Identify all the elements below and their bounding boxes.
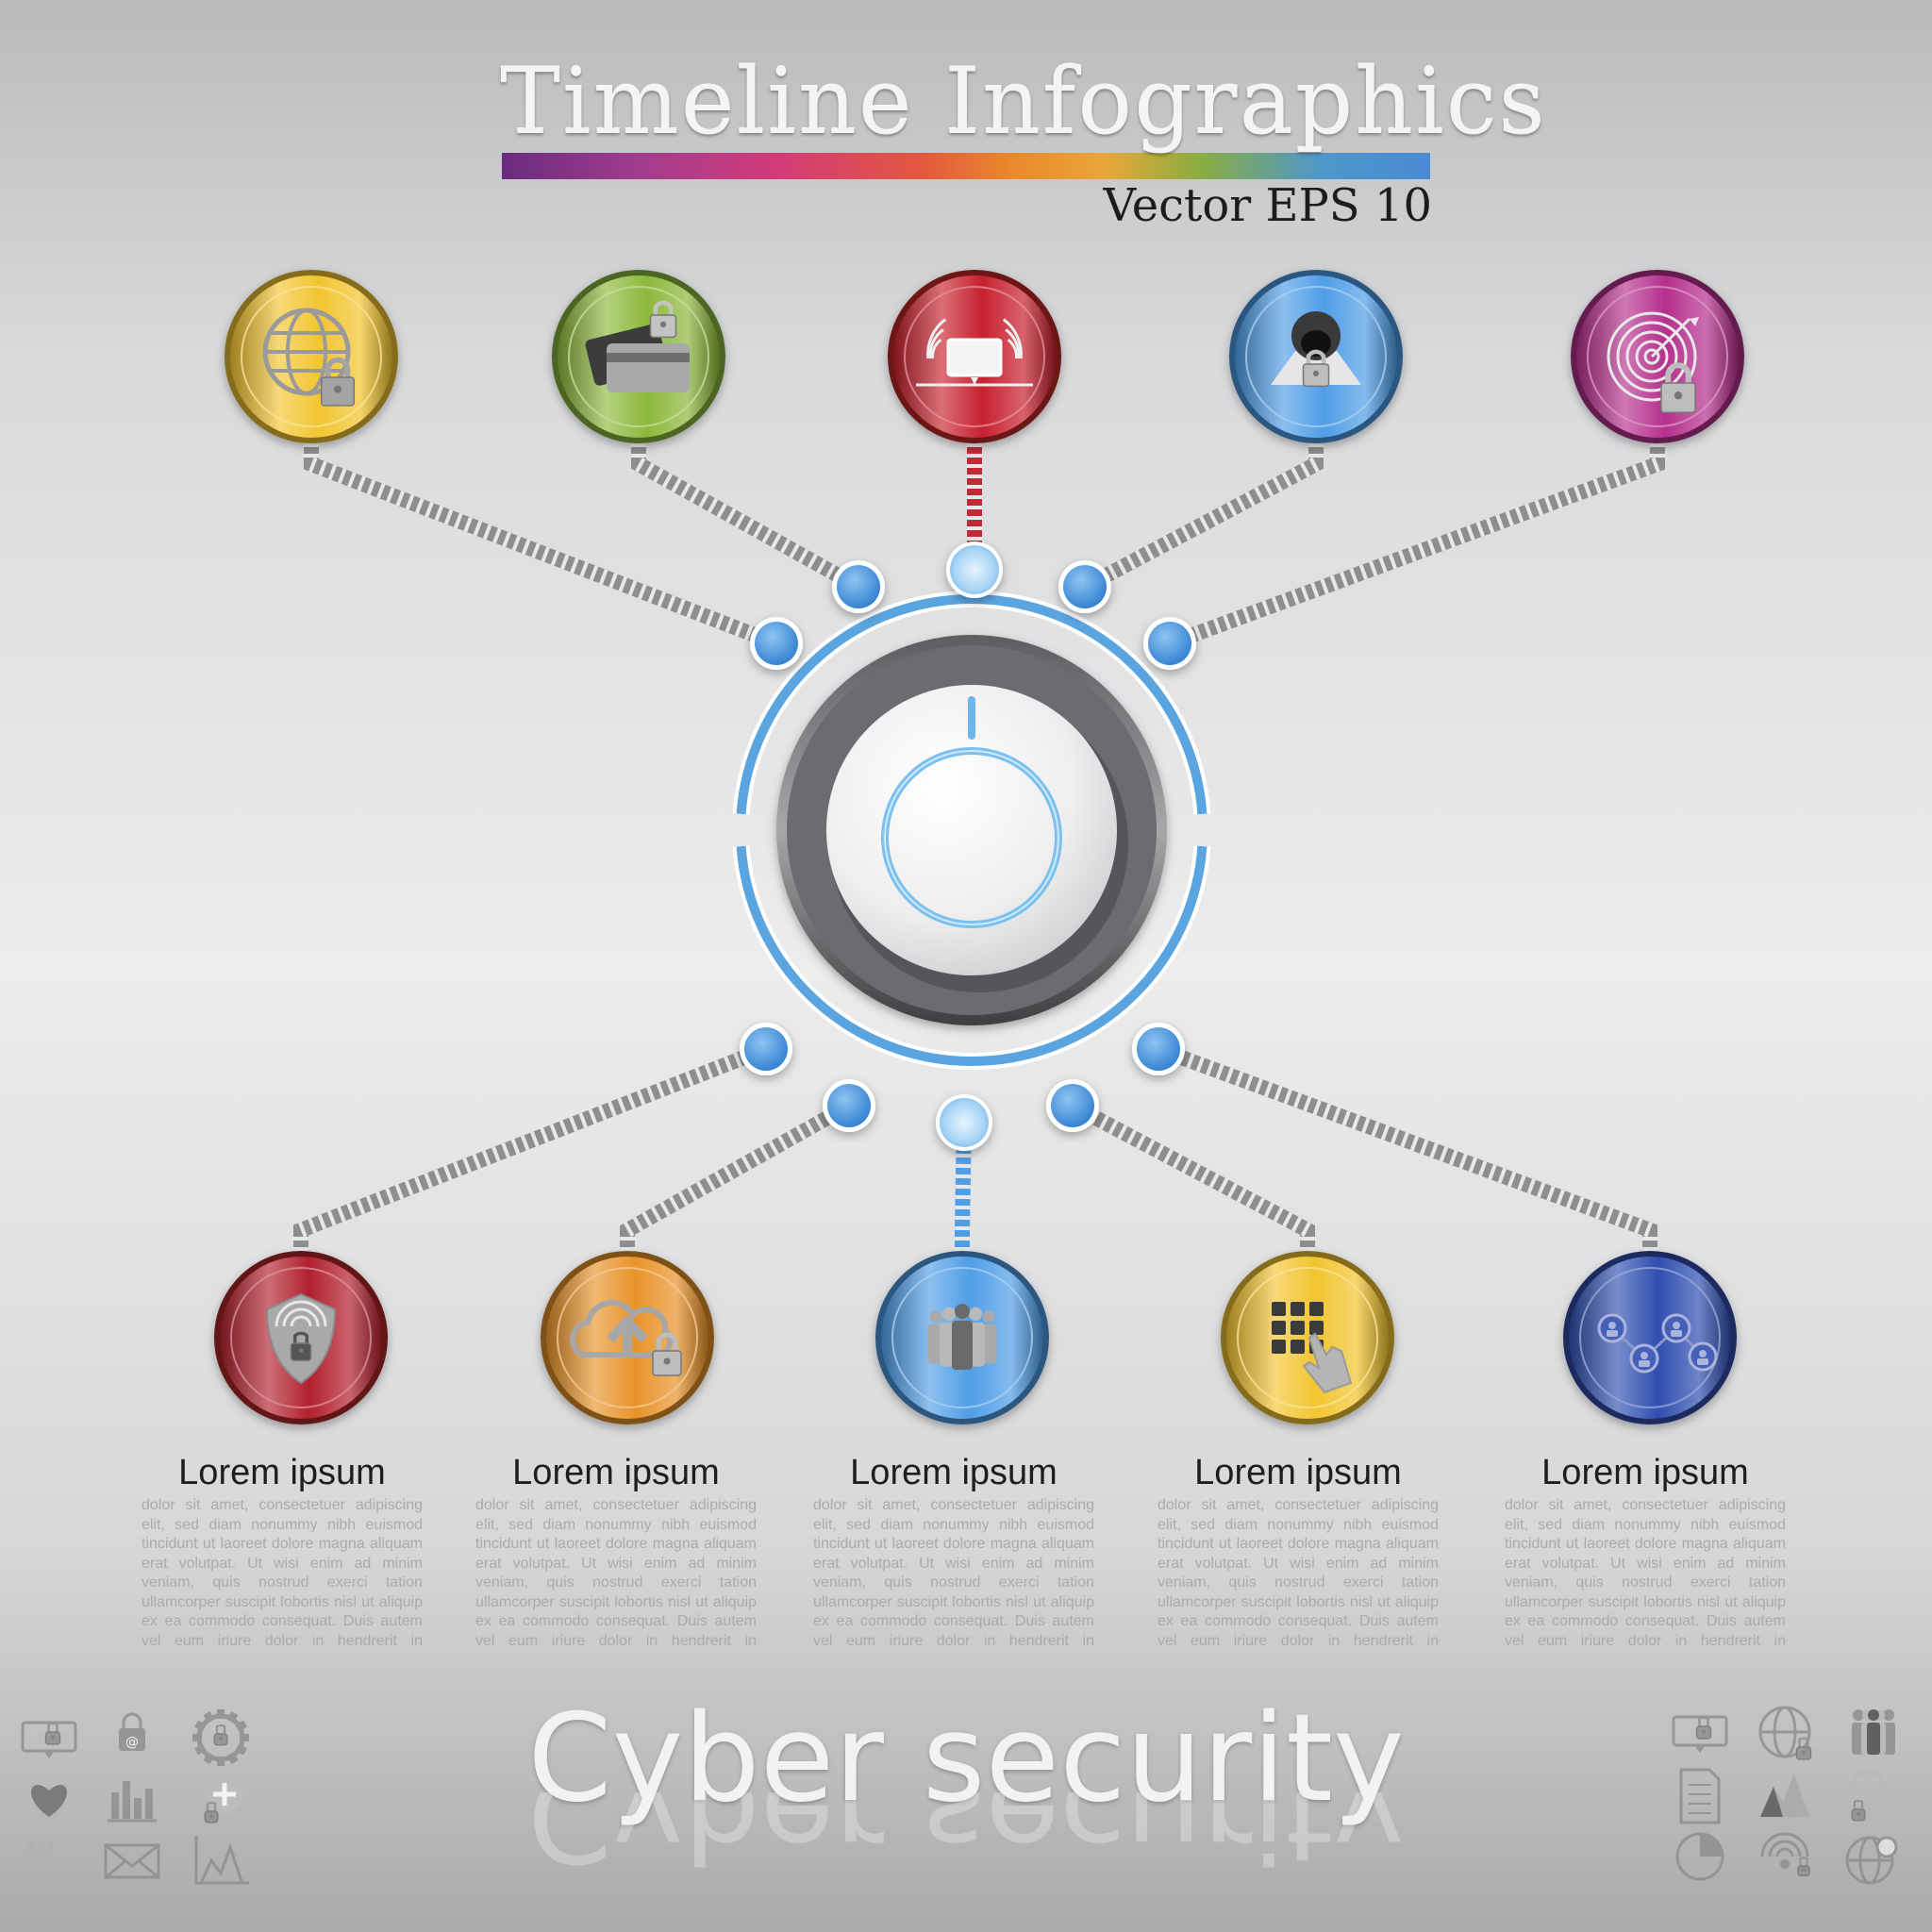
connector-top-4 [1081,443,1324,594]
globe-search-icon [1845,1836,1898,1885]
node-bottom-shield-wifi[interactable] [214,1251,388,1424]
email-lock-icon: @ [119,1712,145,1751]
corner-icons-left: @ [21,1709,249,1890]
footer-title-reflection: Cyber security [527,1792,1405,1887]
connector-dot [1143,617,1196,670]
caption-title: Lorem ipsum [1541,1453,1749,1492]
document-icon [1679,1768,1721,1824]
connector-dot [740,1023,792,1075]
keypad-icon [28,1841,75,1890]
wifi-lock-icon [1760,1832,1810,1877]
node-bottom-keypad-hand[interactable] [1221,1251,1394,1424]
caption-body: dolor sit amet, consectetuer adipiscing … [1158,1497,1439,1649]
connector-dot [1132,1023,1185,1075]
connector-bottom-3 [955,1122,972,1251]
caption-title: Lorem ipsum [850,1453,1058,1492]
caption-4: Lorem ipsum dolor sit amet, consectetuer… [1152,1451,1444,1651]
globe-lock-icon [1758,1706,1812,1760]
node-bottom-cloud-upload[interactable] [541,1251,714,1424]
pie-chart-icon [1675,1832,1724,1881]
connector-dot [936,1094,992,1151]
node-top-globe-lock[interactable] [225,270,398,443]
page-title: Timeline Infographics [500,49,1547,155]
connector-bottom-1 [293,1041,769,1251]
monitor-lock-icon [1672,1715,1728,1753]
connector-top-2 [631,443,862,593]
hub-ring [732,591,1211,1070]
connector-bottom-2 [620,1099,853,1251]
search-lock-icon [1849,1770,1899,1822]
connector-bottom-5 [1156,1041,1657,1251]
target-lock-icon [1607,311,1699,413]
corner-icons-right [1672,1706,1899,1885]
envelope-icon [104,1843,160,1879]
page-subtitle: Vector EPS 10 [1103,179,1433,232]
node-bottom-people-group[interactable] [875,1251,1049,1424]
connector-dot [832,560,885,613]
caption-5: Lorem ipsum dolor sit amet, consectetuer… [1499,1451,1791,1651]
power-button-icon [881,696,1062,928]
caption-body: dolor sit amet, consectetuer adipiscing … [475,1497,757,1649]
globe-lock-icon [262,308,355,407]
monitor-lock-icon [21,1721,77,1758]
connector-dot [750,617,803,670]
caption-title: Lorem ipsum [1194,1453,1402,1492]
node-top-computer-wifi[interactable] [888,270,1061,443]
power-button[interactable] [826,685,1117,975]
shield-wifi-lock-icon [265,1292,337,1385]
connector-dot [823,1079,875,1132]
connector-top-5 [1167,443,1665,651]
connector-dot [946,541,1003,598]
people-icon [1852,1709,1895,1755]
caption-3: Lorem ipsum dolor sit amet, consectetuer… [808,1451,1100,1651]
connector-lines [293,443,1665,1251]
caption-body: dolor sit amet, consectetuer adipiscing … [1505,1497,1786,1649]
svg-text:@: @ [125,1735,139,1750]
bar-chart-icon [108,1781,157,1823]
credit-card-lock-icon [585,300,690,392]
cloud-upload-lock-icon [570,1300,682,1376]
connector-dot [1046,1079,1099,1132]
node-top-target-lock[interactable] [1571,270,1744,443]
central-hub [732,591,1211,1070]
network-people-icon [1597,1313,1718,1374]
caption-title: Lorem ipsum [178,1453,386,1492]
keypad-hand-icon [1272,1302,1353,1394]
caption-1: Lorem ipsum dolor sit amet, consectetuer… [136,1451,428,1651]
gear-lock-icon [192,1709,249,1766]
connector-dot [1058,560,1111,613]
people-group-icon [927,1304,997,1370]
title-color-bar [502,153,1430,179]
connector-bottom-4 [1069,1098,1315,1251]
connector-top-1 [304,443,779,651]
caption-2: Lorem ipsum dolor sit amet, consectetuer… [470,1451,762,1651]
footer-title: Cyber security [527,1689,1405,1829]
node-bottom-network[interactable] [1563,1251,1737,1424]
connector-dots [740,541,1196,1151]
caption-body: dolor sit amet, consectetuer adipiscing … [813,1497,1094,1649]
heart-icon [31,1784,67,1817]
hacker-lock-icon [1271,311,1361,388]
icon-nodes [214,270,1744,1424]
area-chart-icon [194,1836,249,1885]
mountain-chart-icon [1760,1774,1809,1817]
computer-wifi-icon [916,318,1033,387]
node-top-hacker-lock[interactable] [1229,270,1403,443]
caption-body: dolor sit amet, consectetuer adipiscing … [142,1497,423,1649]
node-top-card-lock[interactable] [552,270,725,443]
caption-title: Lorem ipsum [512,1453,720,1492]
plus-lock-icon [204,1775,243,1824]
